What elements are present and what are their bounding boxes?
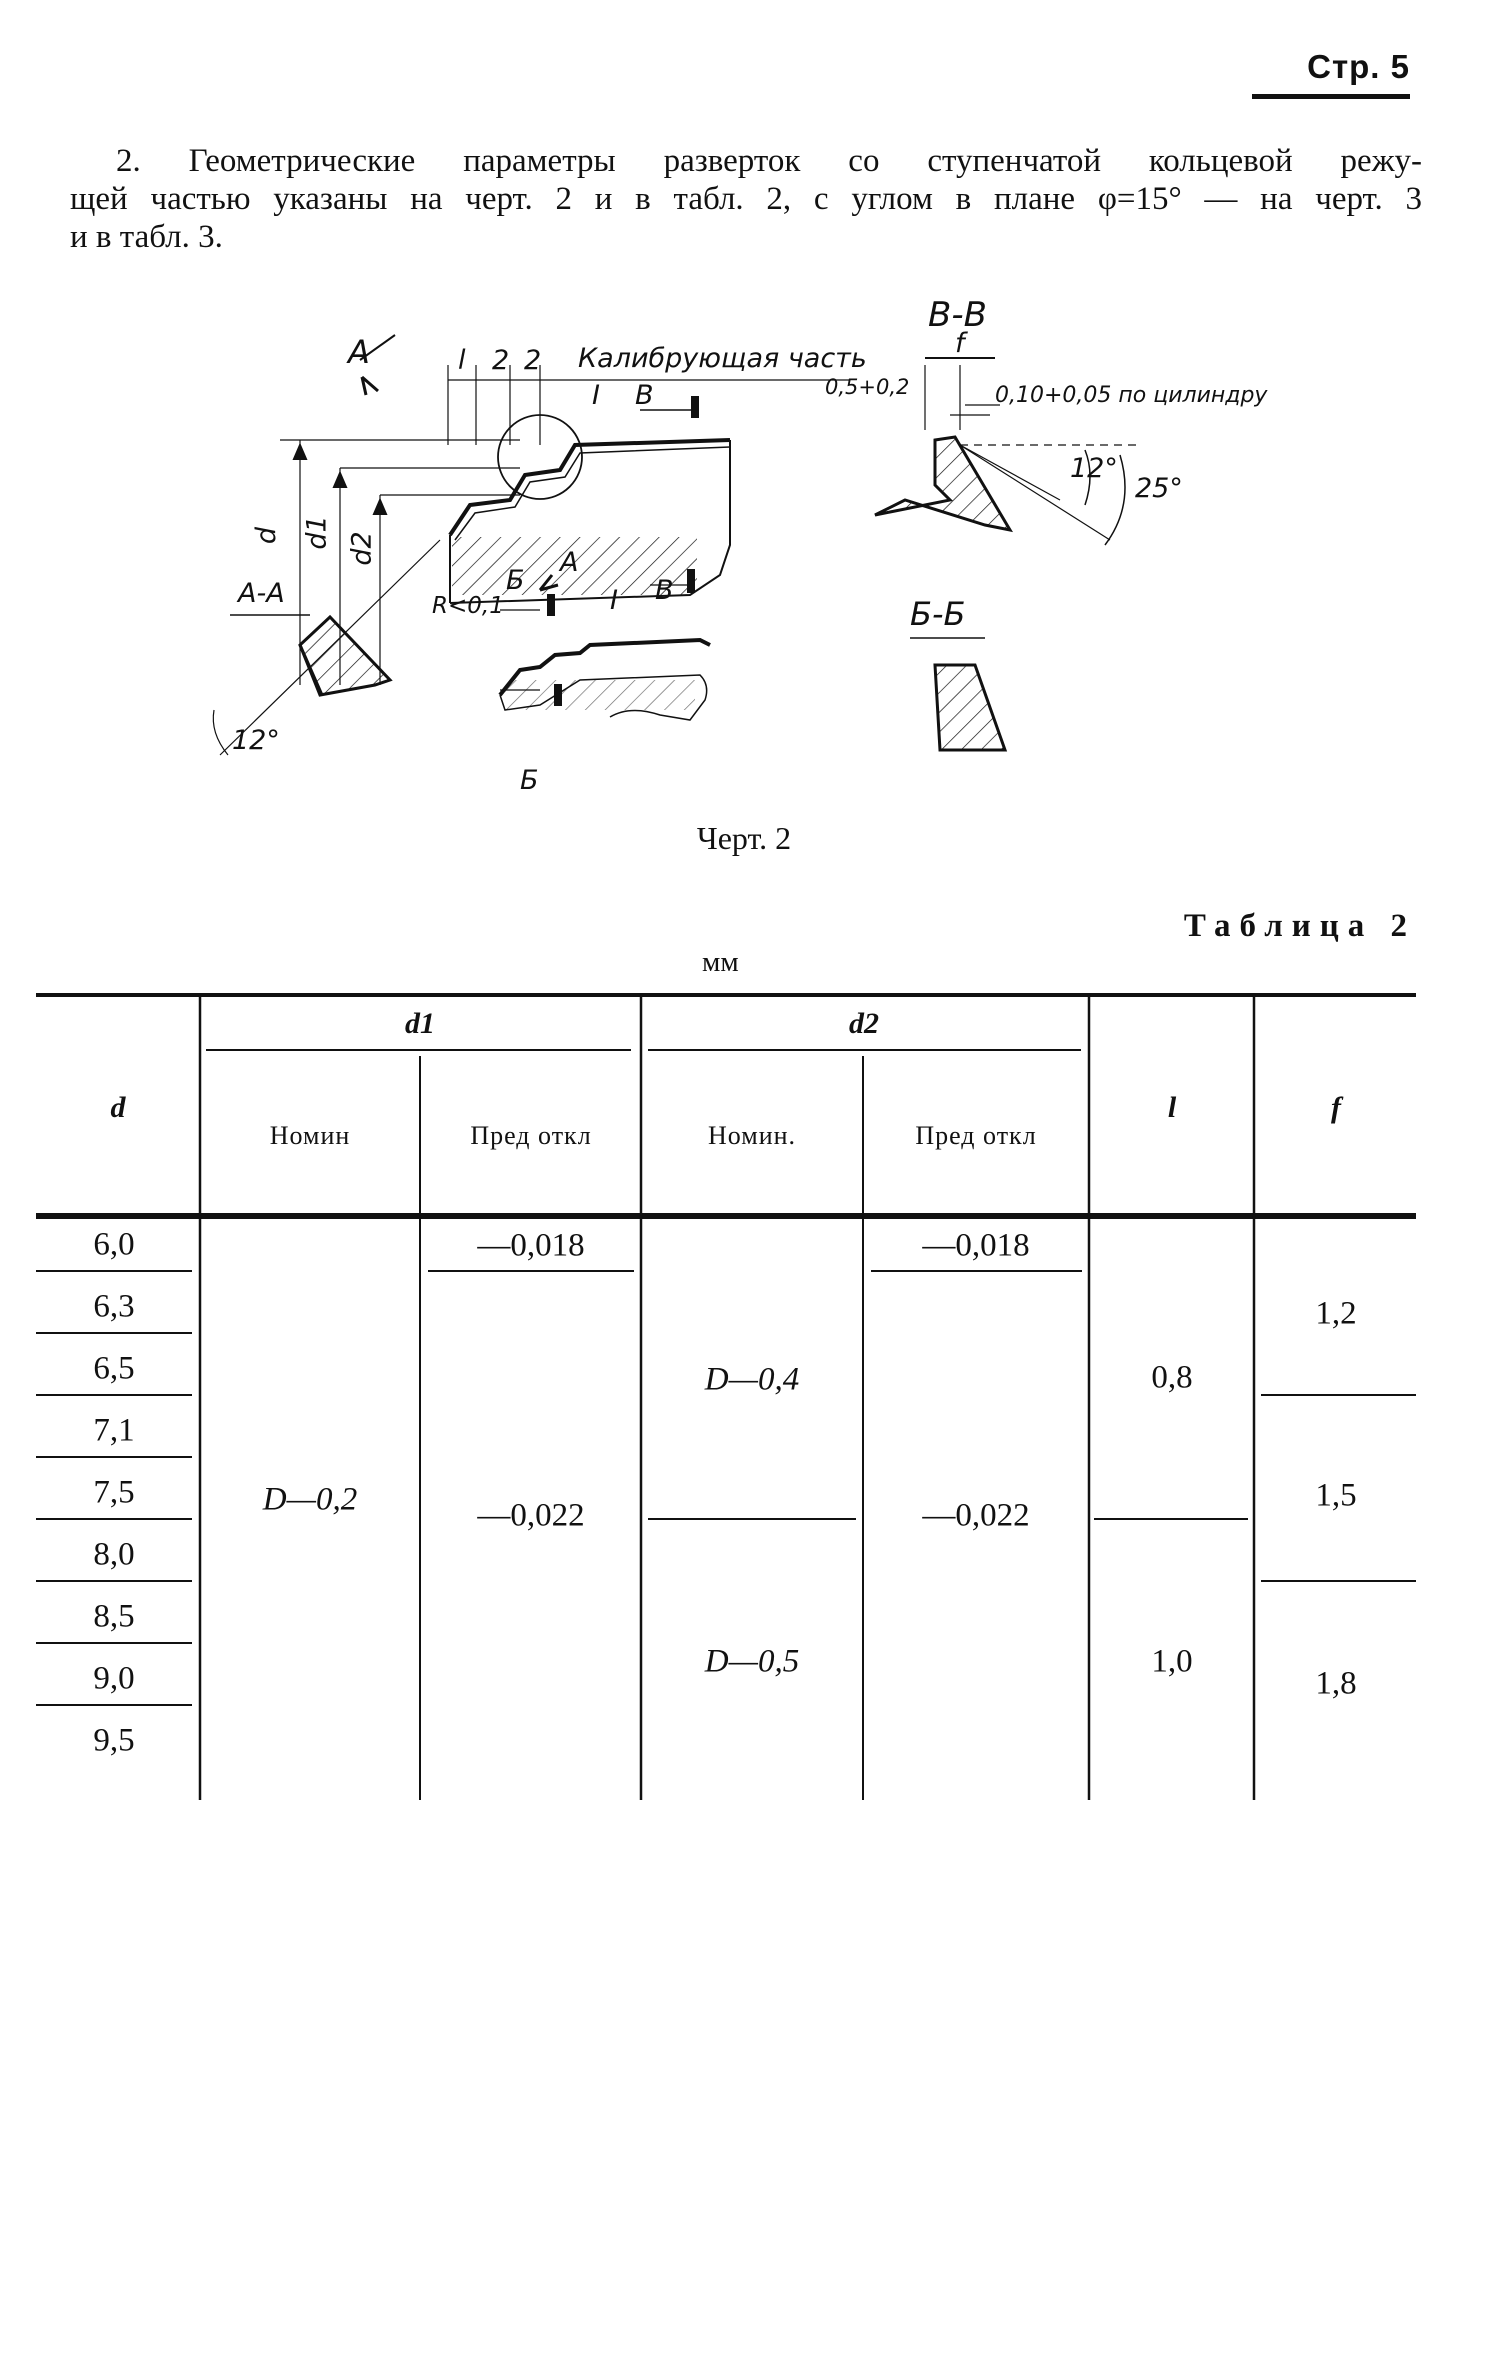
cell-d: 6,5 [93, 1350, 135, 1387]
cell-d2-nominal-upper-text: D—0,4 [704, 1361, 800, 1398]
cell-l-lower: 1,0 [1151, 1643, 1193, 1680]
label-b-arrow: Б [506, 565, 525, 596]
label-section-aa: А-А [238, 578, 285, 609]
table-grid [36, 993, 1416, 1800]
header-l: l [1167, 1091, 1177, 1124]
label-tol-05: 0,5+0,2 [825, 375, 910, 399]
label-d1: d1 [301, 515, 333, 550]
label-dim-2b: 2 [524, 345, 542, 376]
label-b-bottom: Б [520, 765, 539, 796]
cell-d2-nominal-lower: D—0,5 [705, 1644, 799, 1681]
paragraph-line: 2. Геометрические параметры разверток со… [116, 143, 1422, 179]
label-a-arrow: А [560, 547, 579, 578]
cell-d2-deviation-rest: —0,022 [922, 1497, 1030, 1534]
label-radius: R<0,1 [432, 593, 504, 619]
label-section-v: В [635, 380, 654, 411]
page-header: Стр. 5 [1230, 38, 1410, 108]
label-view-a: А [348, 333, 370, 371]
cell-d1-deviation-rest: —0,022 [477, 1497, 585, 1534]
header-d1-deviation: Пред откл [470, 1121, 592, 1150]
label-detail-i-title: I [610, 585, 618, 616]
header-d1: d1 [405, 1007, 435, 1041]
cell-d2-nominal-upper: D—0,4 [705, 1362, 799, 1399]
main-reamer-view [212, 334, 1140, 756]
data-table: d d1 d2 l f Номин Пред откл Номин. Пред … [36, 990, 1416, 1810]
page-number-rule [1252, 94, 1410, 99]
technical-drawing: А l 2 2 Калибрующая часть I В d d1 d2 А-… [0, 285, 1488, 805]
label-calibrating-part: Калибрующая часть [578, 343, 867, 374]
intro-paragraph: 2. Геометрические параметры разверток со… [70, 142, 1422, 256]
header-d2-deviation: Пред откл [915, 1121, 1037, 1150]
label-v-arrow2: В [655, 575, 674, 606]
paragraph-line: щей частью указаны на черт. 2 и в табл. … [70, 181, 1422, 217]
label-angle-12: 12° [1070, 453, 1118, 484]
cell-d1-nominal: D—0,2 [263, 1482, 357, 1519]
label-d: d [251, 526, 283, 545]
cell-f: 1,2 [1315, 1295, 1357, 1332]
label-f: f [955, 328, 965, 359]
table-title: Таблица 2 [1183, 908, 1416, 944]
header-d1-text: d1 [405, 1007, 435, 1040]
drawing-svg [212, 334, 1140, 756]
cell-d: 6,0 [93, 1226, 135, 1263]
cell-d2-nominal-lower-text: D—0,5 [704, 1643, 800, 1680]
cell-d1-nominal-text: D—0,2 [262, 1481, 358, 1518]
header-d2: d2 [849, 1007, 879, 1041]
cell-d: 9,5 [93, 1722, 135, 1759]
label-dim-2a: 2 [492, 345, 510, 376]
table-units: мм [702, 946, 739, 978]
label-section-vv: В-В [928, 295, 987, 335]
header-d2-nominal: Номин. [707, 1121, 797, 1150]
cell-d: 9,0 [93, 1660, 135, 1697]
cell-f: 1,8 [1315, 1665, 1357, 1702]
cell-f: 1,5 [1315, 1477, 1357, 1514]
label-angle-12-left: 12° [232, 725, 280, 756]
cell-d: 7,1 [93, 1412, 135, 1449]
header-d2-text: d2 [849, 1007, 879, 1040]
label-d2: d2 [346, 531, 378, 566]
figure-caption: Черт. 2 [696, 820, 792, 856]
page-number: Стр. 5 [1307, 48, 1410, 85]
cell-d: 7,5 [93, 1474, 135, 1511]
cell-d2-deviation-first: —0,018 [922, 1227, 1030, 1264]
cell-d1-deviation-first: —0,018 [477, 1227, 585, 1264]
header-f: f [1331, 1091, 1341, 1124]
cell-d: 8,5 [93, 1598, 135, 1635]
label-angle-25: 25° [1135, 473, 1183, 504]
label-dim-l: l [458, 345, 466, 376]
cell-d: 8,0 [93, 1536, 135, 1573]
label-tol-010: 0,10+0,05 по цилиндру [995, 383, 1268, 408]
paragraph-line: и в табл. 3. [70, 219, 223, 255]
cell-d: 6,3 [93, 1288, 135, 1325]
label-detail-i: I [592, 380, 600, 411]
header-d1-nominal: Номин [269, 1121, 351, 1150]
cell-l-upper: 0,8 [1151, 1359, 1193, 1396]
label-section-bb: Б-Б [910, 595, 966, 633]
header-d: d [110, 1091, 126, 1124]
